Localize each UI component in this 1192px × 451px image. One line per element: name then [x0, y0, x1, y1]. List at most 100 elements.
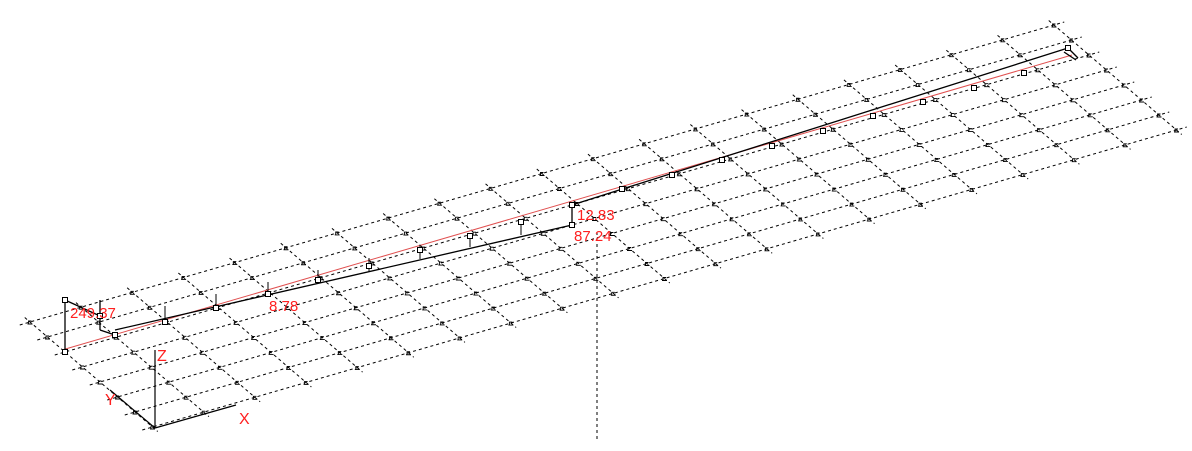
support-symbol-icon — [249, 276, 255, 281]
support-symbol-icon — [814, 172, 820, 177]
support-symbol-icon — [252, 395, 258, 400]
support-symbol-icon — [813, 112, 818, 117]
support-symbol-icon — [353, 306, 359, 311]
grid-line-transverse — [280, 242, 415, 358]
support-symbol-icon — [866, 217, 872, 222]
support-symbol-icon — [949, 53, 955, 58]
node-marker-icon[interactable] — [1021, 70, 1027, 76]
grid-line-transverse — [946, 49, 1080, 165]
support-symbol-icon — [129, 290, 135, 295]
support-symbol-icon — [131, 350, 137, 355]
support-symbol-icon — [694, 187, 700, 192]
node-marker-icon[interactable] — [213, 305, 219, 311]
support-symbol-icon — [693, 127, 699, 132]
support-symbol-icon — [283, 246, 289, 251]
support-symbol-icon — [1052, 83, 1058, 88]
support-symbol-icon — [932, 98, 938, 102]
node-marker-icon[interactable] — [619, 186, 625, 192]
support-symbol-icon — [676, 172, 682, 177]
node-marker-icon[interactable] — [569, 222, 575, 228]
node-marker-icon[interactable] — [971, 85, 977, 91]
support-symbol-icon — [934, 157, 940, 162]
support-symbol-icon — [916, 142, 922, 147]
member-segment — [571, 47, 1069, 206]
support-symbol-icon — [849, 202, 855, 207]
support-symbol-icon — [490, 306, 496, 311]
support-symbol-icon — [865, 157, 871, 162]
node-marker-icon[interactable] — [669, 172, 675, 178]
support-symbol-icon — [182, 335, 188, 340]
coordinate-axes: Z X Y — [105, 348, 250, 429]
node-marker-icon[interactable] — [97, 313, 103, 319]
support-symbol-icon — [1122, 143, 1128, 148]
support-symbol-icon — [662, 277, 667, 281]
support-symbol-icon — [232, 261, 238, 266]
node-marker-icon[interactable] — [920, 99, 926, 105]
node-marker-icon[interactable] — [315, 277, 321, 283]
node-marker-icon[interactable] — [569, 202, 575, 208]
support-symbol-icon — [780, 202, 786, 207]
support-symbol-icon — [831, 187, 837, 192]
node-marker-icon[interactable] — [467, 233, 473, 239]
grid-line-longitudinal — [107, 96, 1152, 401]
node-marker-icon[interactable] — [62, 349, 68, 355]
support-symbol-icon — [336, 291, 341, 296]
support-symbol-icon — [489, 246, 495, 251]
support-symbol-icon — [385, 216, 391, 221]
node-marker-icon[interactable] — [366, 263, 372, 269]
support-symbol-icon — [437, 201, 443, 206]
support-symbol-icon — [1002, 158, 1008, 162]
support-symbol-icon — [455, 276, 461, 281]
support-symbol-icon — [848, 142, 853, 147]
support-symbol-icon — [710, 142, 716, 147]
support-symbol-icon — [950, 113, 956, 117]
grid-line-transverse — [843, 79, 978, 195]
grid-line-transverse — [587, 153, 722, 269]
support-symbol-icon — [234, 380, 240, 385]
node-marker-icon[interactable] — [769, 143, 775, 149]
support-symbol-icon — [815, 232, 821, 237]
support-symbol-icon — [864, 97, 870, 102]
support-symbol-icon — [1054, 143, 1060, 148]
support-symbol-icon — [524, 276, 530, 281]
support-symbol-icon — [439, 321, 445, 326]
grid-line-longitudinal — [142, 126, 1187, 431]
node-marker-icon[interactable] — [518, 219, 524, 225]
support-symbol-icon — [883, 172, 888, 177]
support-symbol-icon — [660, 217, 666, 222]
support-symbol-icon — [779, 142, 785, 147]
node-marker-icon[interactable] — [265, 291, 271, 297]
support-symbol-icon — [337, 351, 343, 356]
support-symbol-icon — [798, 217, 804, 222]
support-symbol-icon — [488, 186, 494, 191]
node-marker-icon[interactable] — [719, 157, 725, 163]
node-marker-icon[interactable] — [1065, 45, 1071, 51]
node-marker-icon[interactable] — [62, 297, 68, 303]
support-symbol-icon — [319, 336, 325, 341]
grid-line-longitudinal — [19, 21, 1065, 326]
y-axis-label: Y — [105, 392, 116, 409]
node-marker-icon[interactable] — [417, 247, 423, 253]
support-symbol-icon — [900, 187, 906, 192]
support-symbol-icon — [627, 247, 632, 251]
node-marker-icon[interactable] — [820, 128, 826, 134]
grid-line-transverse — [24, 317, 159, 432]
dimension-annotations: 249.37 8.78 12.83 87.24 — [70, 207, 615, 322]
main-members — [64, 47, 1079, 352]
support-symbol-icon — [695, 247, 701, 252]
support-symbol-icon — [966, 68, 972, 73]
z-axis-label: Z — [157, 348, 167, 365]
x-axis-line — [154, 404, 237, 429]
support-symbol-icon — [457, 336, 463, 341]
support-symbol-icon — [795, 97, 801, 102]
support-symbol-icon — [678, 232, 684, 237]
support-symbol-icon — [404, 291, 410, 296]
node-marker-icon[interactable] — [112, 332, 118, 338]
support-symbol-icon — [744, 112, 750, 117]
node-marker-icon[interactable] — [162, 319, 168, 325]
dashed-grid-lines-transverse — [24, 20, 1183, 432]
grid-line-transverse — [75, 302, 210, 418]
support-symbol-icon — [1001, 98, 1007, 103]
node-marker-icon[interactable] — [870, 113, 876, 119]
